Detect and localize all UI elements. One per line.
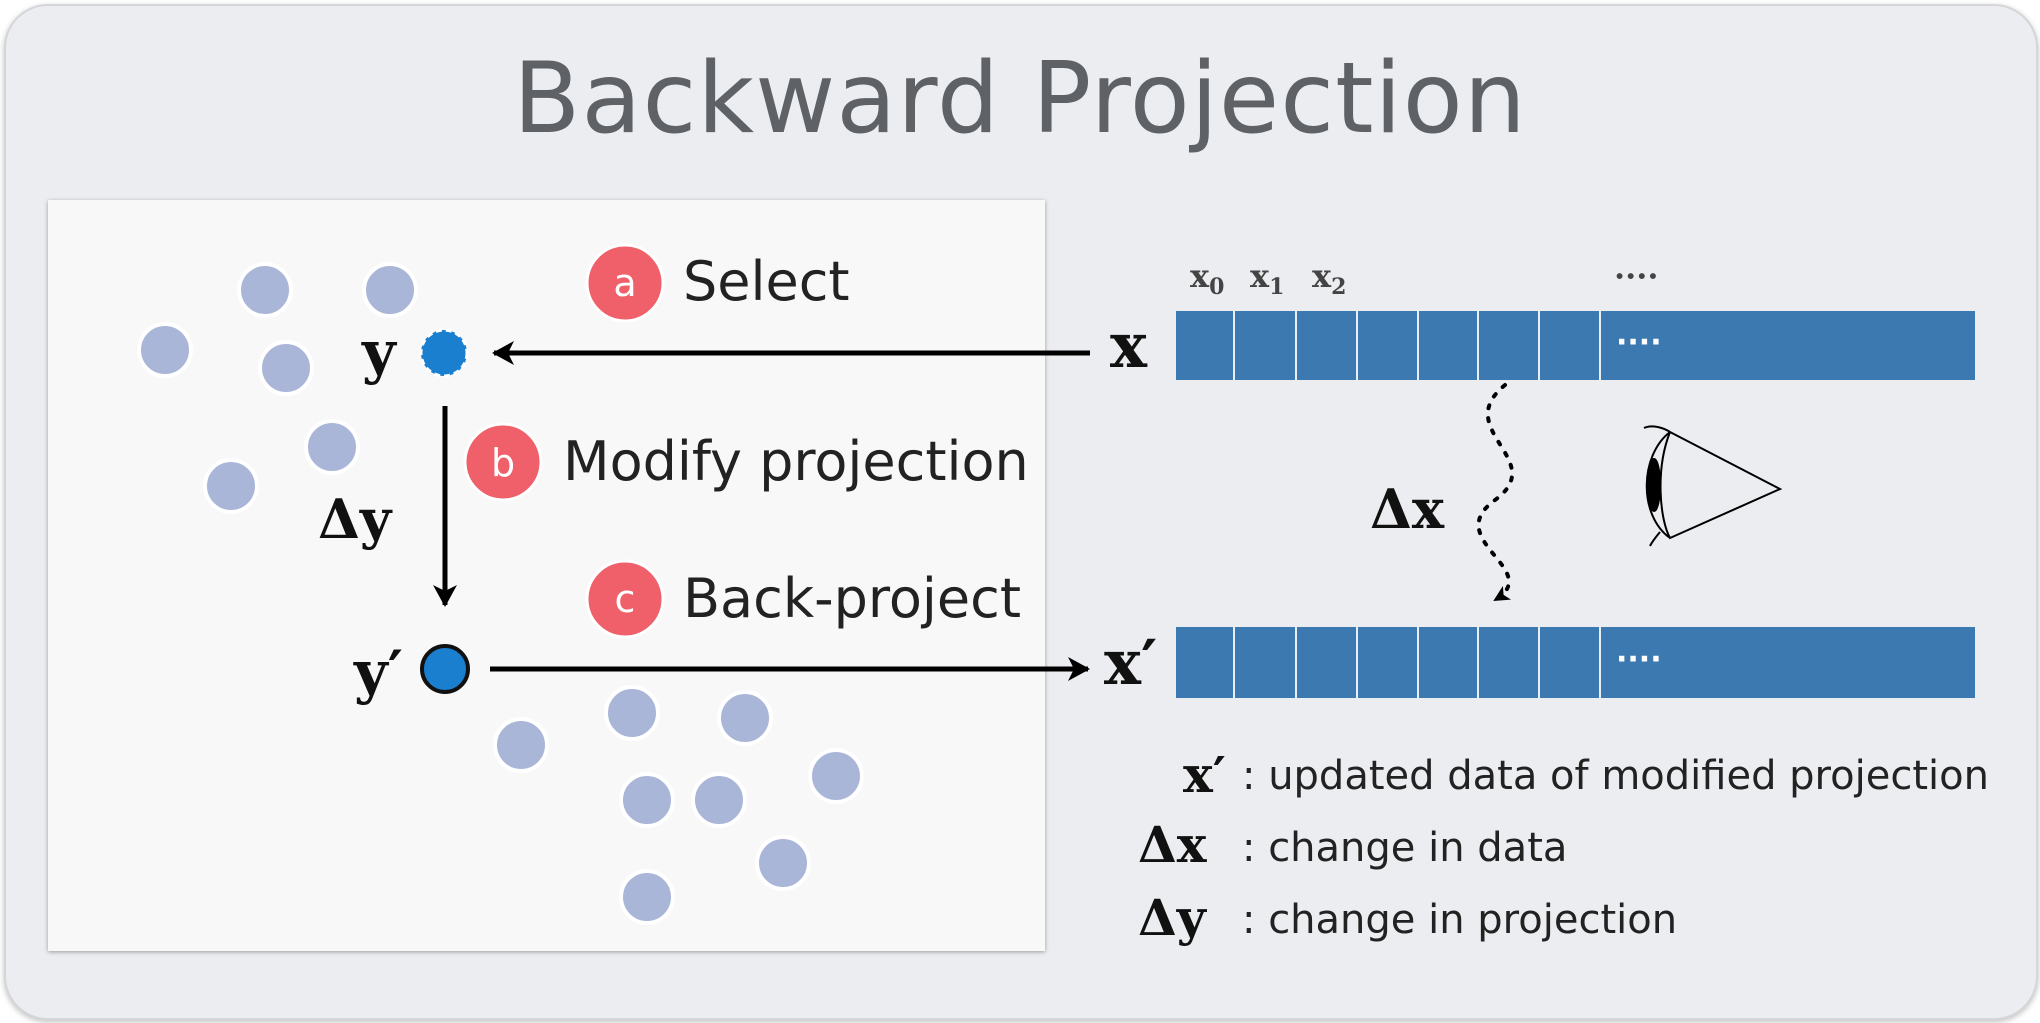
bar-x-prime-ellipsis: ···· bbox=[1616, 642, 1662, 677]
label-x: x bbox=[1110, 309, 1148, 382]
step-c: c Back-project bbox=[585, 559, 1021, 639]
step-b: b Modify projection bbox=[463, 422, 1029, 502]
scatter-points-top bbox=[137, 262, 418, 514]
vector-indices: x0 x1 x2 ···· bbox=[1190, 257, 1659, 300]
data-point bbox=[808, 748, 864, 804]
legend-symbol-delta-y: Δy bbox=[1138, 888, 1208, 947]
data-point bbox=[258, 340, 314, 396]
data-point bbox=[237, 262, 293, 318]
data-vector-x-prime: ···· bbox=[1176, 627, 1975, 698]
index-x2: x2 bbox=[1312, 257, 1346, 300]
data-point bbox=[304, 419, 360, 475]
label-y-prime: y′ bbox=[353, 638, 403, 706]
delta-x-arrow bbox=[1476, 383, 1515, 602]
legend-symbol-x-prime: x′ bbox=[1183, 745, 1226, 804]
data-point bbox=[717, 690, 773, 746]
data-point bbox=[619, 772, 675, 828]
step-c-badge bbox=[585, 559, 665, 639]
data-point bbox=[362, 262, 418, 318]
label-delta-x: Δx bbox=[1370, 477, 1445, 541]
data-point bbox=[691, 772, 747, 828]
step-b-label: Modify projection bbox=[563, 430, 1029, 493]
label-delta-y: Δy bbox=[318, 487, 393, 551]
label-y: y bbox=[361, 318, 398, 386]
index-ellipsis: ···· bbox=[1614, 257, 1659, 295]
data-point bbox=[755, 835, 811, 891]
data-point bbox=[493, 717, 549, 773]
label-x-prime: x′ bbox=[1104, 626, 1157, 699]
step-a: a Select bbox=[585, 243, 850, 323]
step-b-letter: b bbox=[491, 441, 515, 485]
selected-point-y bbox=[419, 328, 469, 378]
projection-panel bbox=[48, 200, 1045, 951]
index-x1: x1 bbox=[1250, 257, 1284, 300]
data-point bbox=[137, 322, 193, 378]
step-c-label: Back-project bbox=[683, 567, 1021, 630]
step-c-letter: c bbox=[615, 577, 636, 621]
data-vector-x: ···· bbox=[1176, 311, 1975, 380]
legend-text-delta-x: : change in data bbox=[1242, 825, 1567, 871]
data-point bbox=[203, 458, 259, 514]
legend-text-delta-y: : change in projection bbox=[1242, 897, 1677, 943]
legend-symbol-delta-x: Δx bbox=[1138, 815, 1208, 874]
step-a-badge bbox=[585, 243, 665, 323]
step-a-letter: a bbox=[613, 261, 636, 305]
data-point bbox=[604, 685, 660, 741]
legend: x′ : updated data of modified projection… bbox=[1138, 745, 1989, 947]
slide-title: Backward Projection bbox=[513, 42, 1527, 156]
data-point bbox=[619, 869, 675, 925]
scatter-points-bottom bbox=[493, 685, 864, 925]
bar-x-ellipsis: ···· bbox=[1616, 325, 1662, 360]
legend-text-x-prime: : updated data of modified projection bbox=[1242, 753, 1989, 799]
step-b-badge bbox=[463, 422, 543, 502]
modified-point-y-prime bbox=[420, 644, 470, 694]
step-a-label: Select bbox=[683, 250, 850, 313]
eye-icon bbox=[1643, 425, 1783, 547]
index-x0: x0 bbox=[1190, 257, 1224, 300]
